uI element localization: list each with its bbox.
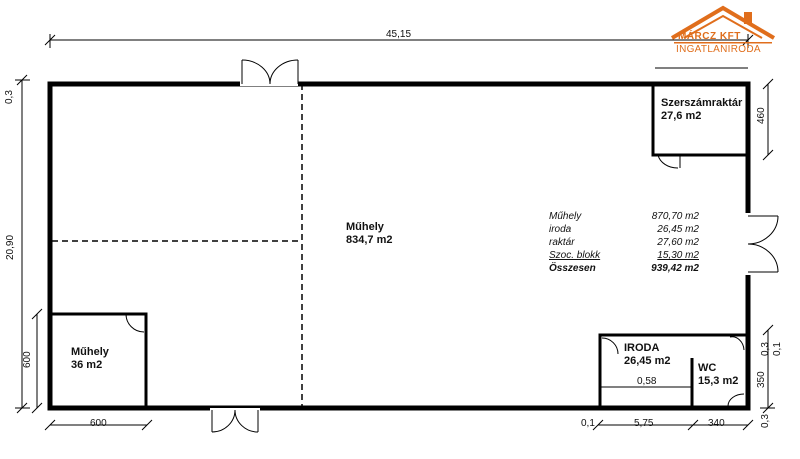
summary-total-value: 939,42 m2 (651, 263, 699, 274)
room-small-name: Műhely (71, 346, 109, 358)
dim-right-d: 0,3 (760, 414, 771, 428)
summary-row: Szoc. blokk 15,30 m2 (549, 250, 699, 263)
room-main-area: 834,7 m2 (346, 233, 393, 246)
room-office-name: IRODA (624, 342, 660, 354)
room-storage-name: Szerszámraktár (661, 97, 743, 109)
room-small-workshop: Műhely 36 m2 (71, 346, 109, 371)
dim-right-top: 460 (756, 107, 767, 124)
room-storage: Szerszámraktár 27,6 m2 (661, 97, 742, 122)
summary-total-label: Összesen (549, 263, 596, 274)
room-wc-name: WC (698, 362, 717, 374)
summary-value: 26,45 m2 (657, 224, 699, 235)
dim-right-b: 350 (756, 371, 767, 388)
logo-company-name: MÁRCZ KFT (678, 31, 741, 42)
summary-row: Műhely 870,70 m2 (549, 211, 699, 224)
summary-label: iroda (549, 224, 572, 235)
summary-value: 870,70 m2 (651, 211, 699, 222)
logo-tagline: INGATLANIRODA (676, 44, 761, 55)
dim-left-height: 20,90 (5, 234, 16, 260)
area-summary-table: Műhely 870,70 m2 iroda 26,45 m2 raktár 2… (549, 211, 699, 276)
dim-left-top-thickness: 0,3 (4, 90, 15, 104)
summary-value: 27,60 m2 (657, 237, 699, 248)
summary-value: 15,30 m2 (657, 250, 699, 261)
summary-label: Szoc. blokk (549, 250, 601, 261)
room-office: IRODA 26,45 m2 (624, 342, 670, 367)
dim-bottom-thickness: 0,1 (581, 418, 595, 429)
room-small-area: 36 m2 (71, 358, 103, 371)
dim-top-total: 45,15 (386, 29, 412, 40)
dim-office-inner: 0,58 (637, 376, 657, 387)
summary-label: Műhely (549, 211, 582, 222)
dim-right-a: 0,3 (760, 342, 771, 356)
summary-row: iroda 26,45 m2 (549, 224, 699, 237)
company-logo: MÁRCZ KFT INGATLANIRODA (664, 4, 782, 62)
dim-bottom-right: 340 (708, 418, 725, 429)
room-wc-area: 15,3 m2 (698, 374, 739, 387)
dim-right-c: 0,1 (772, 342, 783, 356)
summary-label: raktár (549, 237, 575, 248)
dim-bottom-left: 600 (90, 418, 107, 429)
dim-left-bottom: 600 (22, 351, 33, 368)
summary-total-row: Összesen 939,42 m2 (549, 263, 699, 276)
room-wc: WC 15,3 m2 (698, 362, 738, 387)
room-main-workshop: Műhely 834,7 m2 (346, 221, 392, 246)
room-main-name: Műhely (346, 221, 384, 233)
dim-bottom-mid: 5,75 (634, 418, 654, 429)
room-storage-area: 27,6 m2 (661, 109, 702, 122)
house-roof-icon (670, 5, 776, 44)
room-office-area: 26,45 m2 (624, 354, 671, 367)
summary-row: raktár 27,60 m2 (549, 237, 699, 250)
